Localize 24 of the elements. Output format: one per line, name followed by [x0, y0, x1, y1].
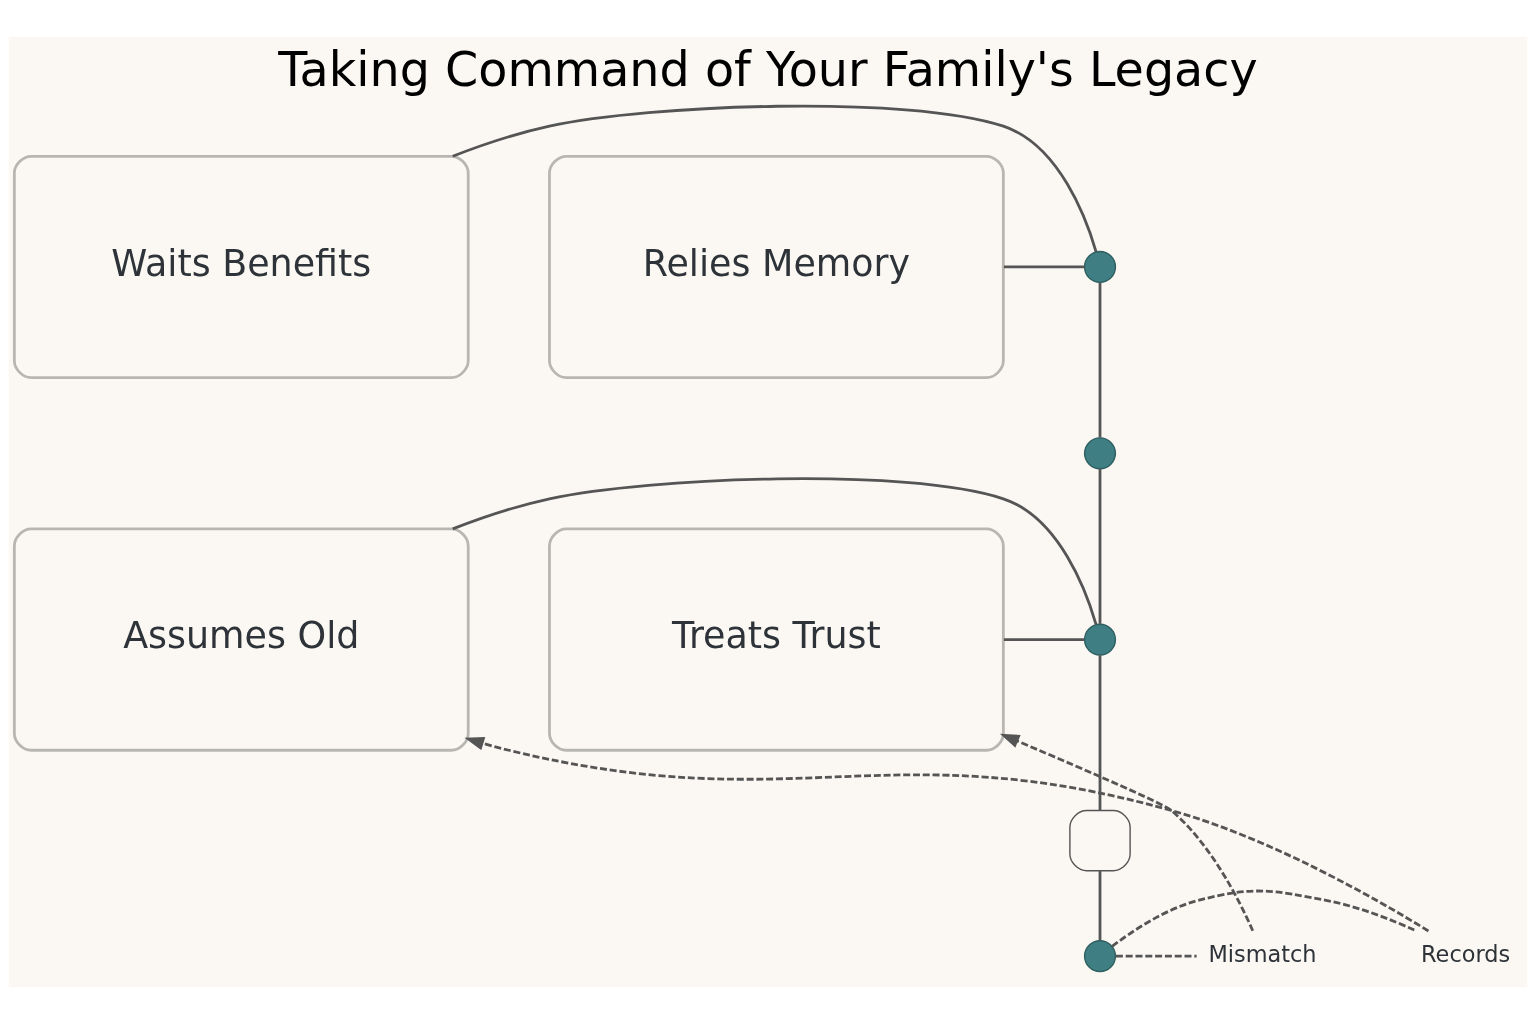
diagram-title: Taking Command of Your Family's Legacy [278, 42, 1258, 98]
connector [1098, 655, 1102, 811]
connector [452, 104, 1098, 253]
arrow [999, 733, 1255, 932]
node-circle [1083, 250, 1117, 284]
node-circle [1083, 623, 1117, 656]
connector [1111, 889, 1417, 948]
connector [452, 477, 1098, 625]
connector [1003, 265, 1085, 269]
connector [1098, 871, 1102, 941]
node-box: Assumes Old [12, 527, 470, 752]
node-text: Mismatch [1208, 940, 1317, 967]
node-text: Records [1421, 940, 1511, 967]
connector [1098, 469, 1102, 624]
connector [1115, 954, 1197, 958]
node-box: Relies Memory [548, 154, 1005, 380]
node-circle [1083, 940, 1117, 973]
node-circle [1083, 437, 1117, 470]
connector [1003, 638, 1085, 641]
node-box: Waits Benefits [12, 154, 470, 380]
arrow [464, 736, 1430, 933]
node-box [1069, 809, 1131, 872]
connector [1098, 282, 1102, 438]
node-box: Treats Trust [548, 527, 1005, 752]
